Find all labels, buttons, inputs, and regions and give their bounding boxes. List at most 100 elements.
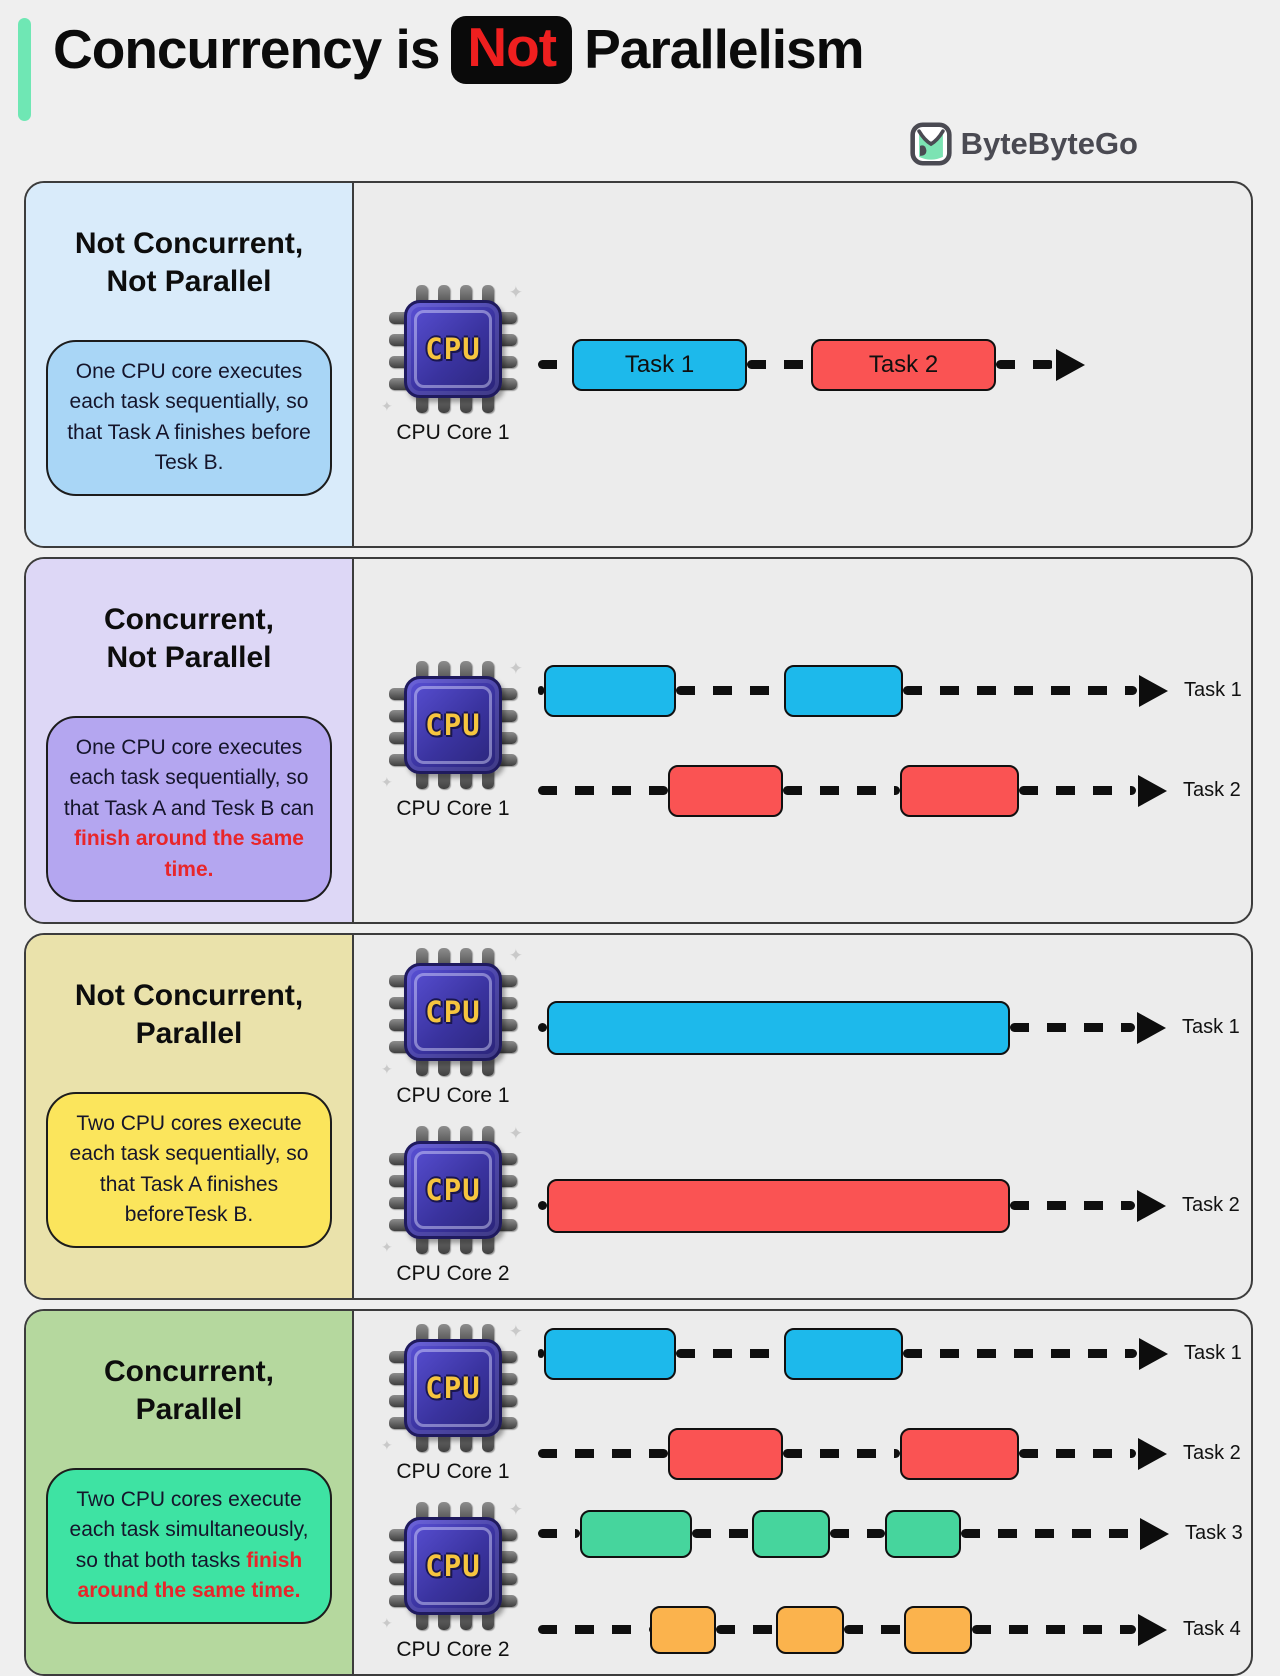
cpu-core-label: CPU Core 1: [396, 796, 510, 820]
task-bar: [580, 1509, 692, 1558]
cpu-chip-text: CPU: [425, 1548, 481, 1583]
timeline-row: Task 1: [538, 1000, 1245, 1055]
timeline-dash: [692, 1529, 752, 1538]
cpu-core-label: CPU Core 2: [396, 1637, 510, 1661]
heading-line: Concurrent,: [103, 603, 274, 636]
task-bar: Task 2: [811, 338, 996, 391]
title-accent-bar: [18, 18, 31, 121]
task-bar: [752, 1509, 830, 1558]
timeline-dash: [1010, 1023, 1135, 1032]
cpu-block: CPU CPU Core 1: [368, 660, 538, 821]
arrow-icon: [1139, 1337, 1168, 1370]
timeline-rows: Task 1: [538, 1000, 1245, 1055]
description-box: One CPU core executes each task sequenti…: [46, 716, 332, 903]
cpu-chip-inner: [414, 1150, 492, 1229]
timeline-dash: [676, 686, 784, 695]
timeline-row: Task 1 Task 2: [538, 338, 1245, 391]
sparkle-icon: [509, 1124, 523, 1144]
heading-line: Parallel: [135, 1016, 243, 1050]
timeline-dash: [538, 1023, 547, 1032]
task-bar: [885, 1509, 961, 1558]
timeline-row: Task 2: [538, 1178, 1245, 1233]
heading-line: Not Parallel: [106, 640, 272, 674]
heading-line: Not Concurrent,: [74, 227, 304, 260]
cpu-chip-icon: CPU: [389, 660, 517, 789]
description-text: One CPU core executes each task sequenti…: [67, 360, 311, 475]
cpu-core-label: CPU Core 1: [396, 1459, 510, 1483]
sparkle-icon: [381, 774, 393, 791]
timeline-dash: [844, 1625, 904, 1634]
timeline-rows: Task 1 Task 2: [538, 338, 1245, 391]
description-text: Two CPU cores execute each task simultan…: [69, 1488, 309, 1572]
title-bar: Concurrency is Not Parallelism: [0, 0, 1280, 121]
page-title: Concurrency is Not Parallelism: [53, 16, 865, 84]
section-diagram: CPU CPU Core 1 Task 1 Task 2: [354, 559, 1251, 922]
task-bar: Task 1: [572, 338, 747, 391]
cpu-chip-icon: CPU: [389, 284, 517, 413]
timeline-dash: [903, 686, 1137, 695]
cpu-chip-inner: [414, 309, 492, 388]
timeline-dash: [961, 1529, 1138, 1538]
arrow-icon: [1137, 1189, 1166, 1222]
description-text: Two CPU cores execute each task sequenti…: [69, 1112, 309, 1227]
task-label: Task 1: [1184, 679, 1242, 701]
cpu-chip-inner: [414, 972, 492, 1051]
section-heading: Concurrent, Not Parallel: [104, 601, 274, 676]
cpu-core-label: CPU Core 1: [396, 1083, 510, 1107]
cpu-unit: CPU CPU Core 1 Task 1: [368, 947, 1245, 1108]
cpu-chip-icon: CPU: [389, 947, 517, 1076]
timeline-dash: [903, 1349, 1137, 1358]
task-bar: [900, 764, 1019, 817]
task-bar: [668, 764, 783, 817]
timeline-dash: [538, 1349, 544, 1358]
timeline-dash: [676, 1349, 784, 1358]
cpu-chip-icon: CPU: [389, 1501, 517, 1630]
cpu-chip-body: CPU: [404, 1140, 502, 1239]
description-text: finish around the same time.: [74, 827, 304, 881]
task-bar: [900, 1427, 1019, 1480]
cpu-block: CPU CPU Core 1: [368, 1323, 538, 1484]
title-text-right: Parallelism: [584, 18, 864, 81]
timeline-dash: [783, 786, 900, 795]
cpu-chip-text: CPU: [425, 707, 481, 742]
task-bar: [784, 664, 903, 717]
heading-line: Not Concurrent,: [74, 979, 304, 1012]
bytebytego-logo-icon: [909, 122, 952, 166]
sparkle-icon: [381, 398, 393, 415]
task-label: Task 1: [1182, 1016, 1240, 1038]
description-box: Two CPU cores execute each task simultan…: [46, 1468, 332, 1624]
task-label: Task 2: [1183, 779, 1241, 801]
timeline-row: Task 2: [538, 764, 1245, 817]
section-heading: Concurrent,Parallel: [104, 1353, 274, 1428]
cpu-block: CPUCPU Core 2: [368, 1124, 538, 1286]
description-text: One CPU core executes each task sequenti…: [63, 736, 315, 820]
cpu-chip-text: CPU: [425, 1370, 481, 1405]
timeline-dash: [538, 1449, 668, 1458]
cpu-block: CPU CPU Core 1: [368, 947, 538, 1108]
heading-line: Parallel: [135, 1392, 243, 1426]
task-label: Task 3: [1185, 1522, 1243, 1544]
cpu-chip-body: CPU: [404, 675, 502, 774]
sparkle-icon: [381, 1437, 393, 1454]
task-bar: [784, 1327, 903, 1380]
timeline-dash: [830, 1529, 885, 1538]
timeline-row: Task 1: [538, 664, 1245, 717]
cpu-chip-inner: [414, 685, 492, 764]
timeline-dash: [972, 1625, 1136, 1634]
cpu-chip-inner: [414, 1348, 492, 1427]
arrow-icon: [1138, 1437, 1167, 1470]
arrow-icon: [1137, 1011, 1166, 1044]
arrow-icon: [1139, 674, 1168, 707]
timeline-dash: [1010, 1201, 1135, 1210]
cpu-chip-body: CPU: [404, 1338, 502, 1437]
sparkle-icon: [509, 946, 523, 966]
